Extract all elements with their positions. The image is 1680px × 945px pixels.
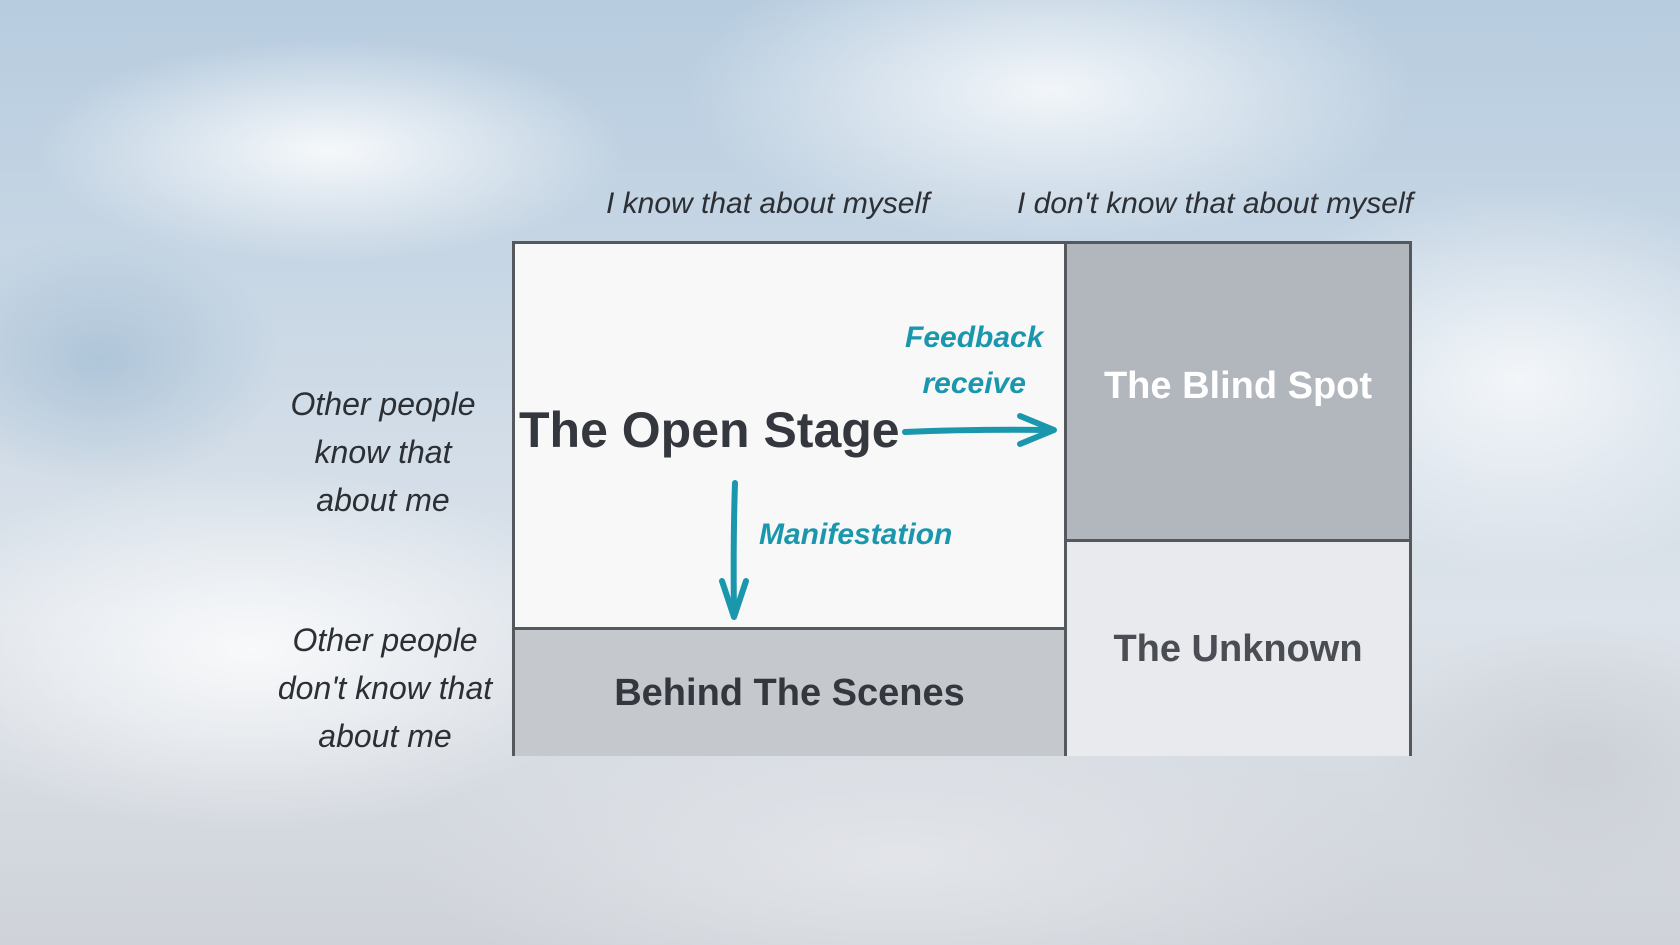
quadrant-unknown: The Unknown (1064, 539, 1409, 756)
manifestation-label: Manifestation (759, 518, 953, 551)
row-label-unknown-to-others: Other people don't know that about me (260, 616, 510, 760)
row-label-line: Other people (290, 386, 476, 422)
quadrant-blind-spot: The Blind Spot (1064, 244, 1409, 539)
feedback-label: Feedback receive (905, 315, 1043, 407)
column-label-known-to-self: I know that about myself (606, 187, 930, 220)
row-label-line: know that (314, 434, 452, 470)
open-stage-title: The Open Stage (519, 402, 900, 458)
quadrant-open-stage: The Open Stage Feedback receive Manifest… (515, 244, 1064, 627)
blind-spot-title: The Blind Spot (1103, 365, 1373, 407)
row-label-line: don't know that (277, 670, 493, 706)
feedback-label-line: receive (922, 367, 1026, 400)
johari-window-grid: The Open Stage Feedback receive Manifest… (512, 241, 1412, 756)
row-label-known-to-others: Other people know that about me (258, 380, 508, 524)
column-label-unknown-to-self: I don't know that about myself (1017, 187, 1413, 220)
behind-the-scenes-title: Behind The Scenes (614, 671, 965, 714)
unknown-title: The Unknown (1113, 627, 1363, 670)
quadrant-behind-the-scenes: Behind The Scenes (515, 627, 1064, 756)
row-label-line: Other people (292, 622, 478, 658)
feedback-label-line: Feedback (905, 321, 1044, 354)
row-label-line: about me (316, 482, 450, 518)
row-label-line: about me (318, 718, 452, 754)
